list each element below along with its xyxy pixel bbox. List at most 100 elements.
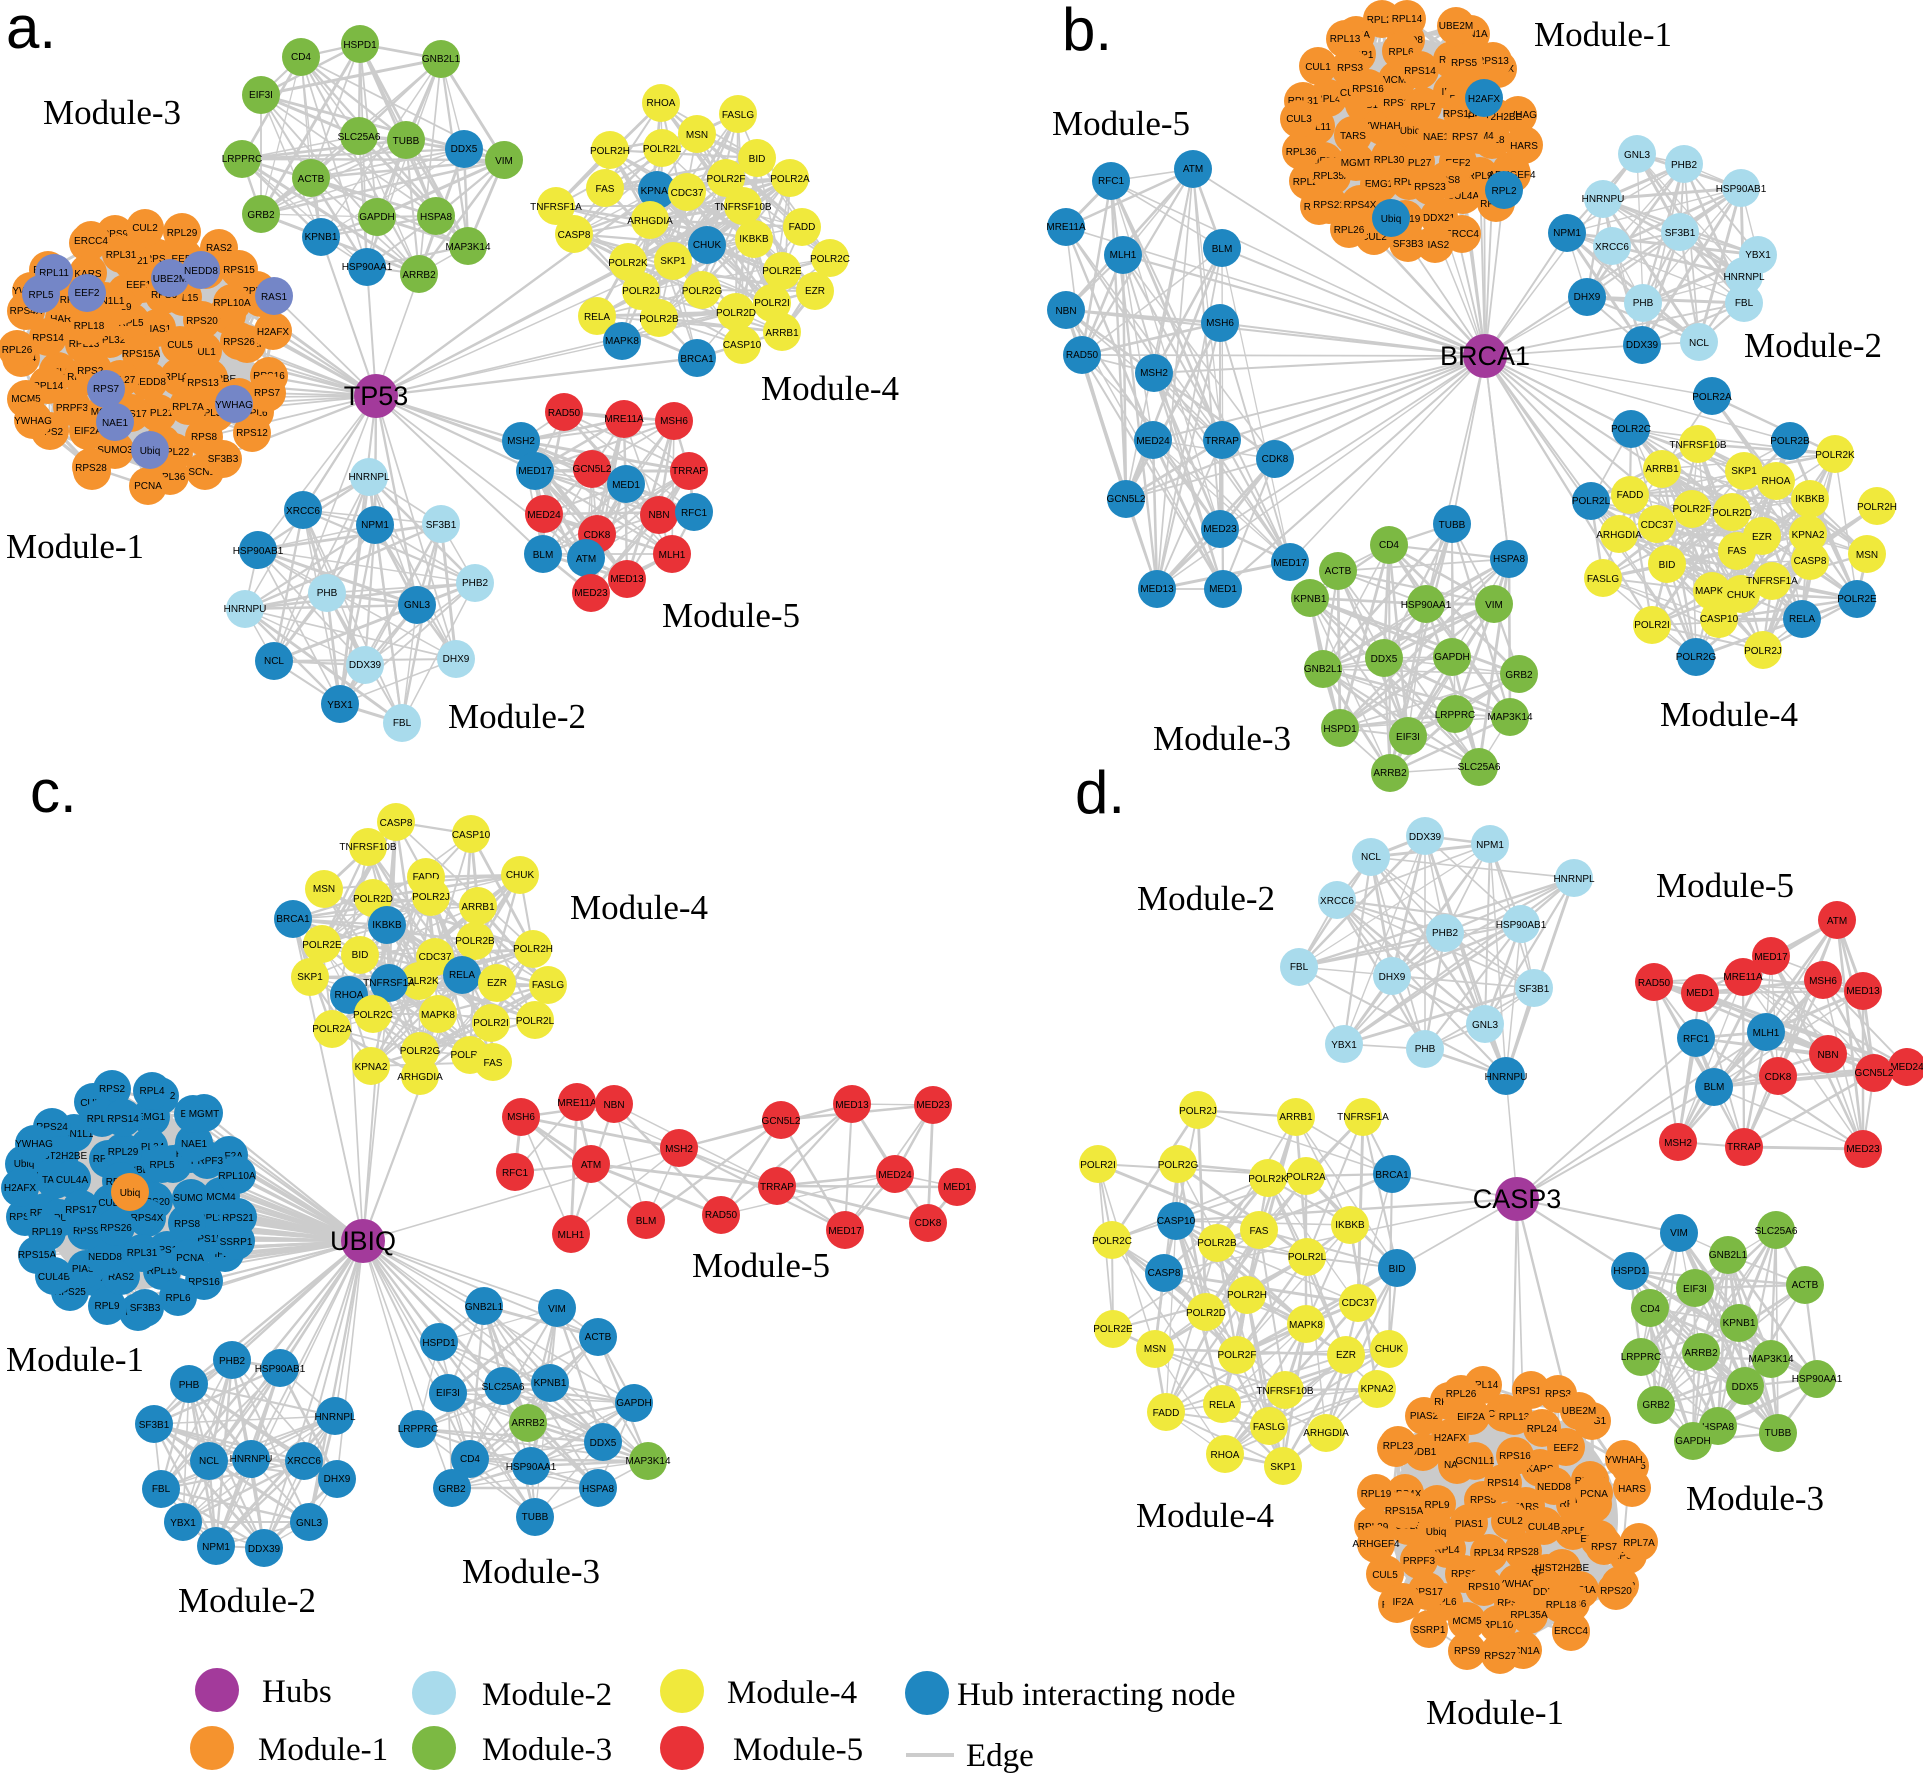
- svg-text:SKP1: SKP1: [1731, 466, 1757, 477]
- svg-text:UBIQ: UBIQ: [330, 1226, 396, 1256]
- svg-text:HARS: HARS: [1510, 141, 1538, 152]
- svg-text:d.: d.: [1075, 759, 1125, 826]
- svg-text:MED17: MED17: [518, 466, 552, 477]
- svg-text:RPL14: RPL14: [1392, 14, 1423, 25]
- svg-text:GNL3: GNL3: [1624, 150, 1651, 161]
- svg-text:RPL10A: RPL10A: [218, 1171, 256, 1182]
- svg-text:Module-3: Module-3: [482, 1732, 612, 1768]
- svg-text:NPM1: NPM1: [202, 1542, 230, 1553]
- svg-text:EIF3I: EIF3I: [436, 1388, 460, 1399]
- svg-text:BRCA1: BRCA1: [680, 354, 714, 365]
- svg-text:HNRNPU: HNRNPU: [230, 1454, 273, 1465]
- svg-text:ERCC4: ERCC4: [74, 236, 108, 247]
- svg-text:CUL5: CUL5: [1372, 1570, 1398, 1581]
- svg-text:ATM: ATM: [1827, 916, 1847, 927]
- svg-text:RAS1: RAS1: [261, 292, 288, 303]
- svg-text:Module-5: Module-5: [692, 1246, 830, 1285]
- svg-text:FASLG: FASLG: [1253, 1422, 1285, 1433]
- svg-text:POLR2B: POLR2B: [639, 314, 679, 325]
- svg-text:DDX39: DDX39: [1409, 832, 1442, 843]
- svg-text:ATM: ATM: [581, 1160, 601, 1171]
- svg-text:SLC25A6: SLC25A6: [338, 132, 381, 143]
- svg-text:Module-1: Module-1: [6, 1340, 144, 1379]
- svg-text:MRE11A: MRE11A: [1046, 222, 1086, 233]
- svg-text:ARRB2: ARRB2: [1684, 1348, 1718, 1359]
- svg-text:RPS23: RPS23: [1414, 182, 1446, 193]
- svg-text:Module-4: Module-4: [727, 1675, 857, 1711]
- svg-text:CDK8: CDK8: [915, 1218, 942, 1229]
- svg-text:POLR2A: POLR2A: [1692, 392, 1732, 403]
- svg-text:DDX5: DDX5: [451, 144, 478, 155]
- svg-text:HSPA8: HSPA8: [582, 1484, 614, 1495]
- svg-text:MED24: MED24: [1136, 436, 1170, 447]
- svg-text:Module-4: Module-4: [1136, 1496, 1274, 1535]
- svg-text:Module-5: Module-5: [733, 1732, 863, 1768]
- svg-text:ARRB2: ARRB2: [511, 1418, 545, 1429]
- svg-text:CUL2: CUL2: [132, 223, 158, 234]
- svg-text:CUL4B: CUL4B: [38, 1272, 71, 1283]
- svg-text:RPS4X: RPS4X: [1344, 200, 1377, 211]
- svg-text:FASLG: FASLG: [722, 110, 754, 121]
- svg-text:NCL: NCL: [264, 656, 284, 667]
- svg-text:LRPPRC: LRPPRC: [398, 1424, 439, 1435]
- svg-text:RAS2: RAS2: [206, 243, 233, 254]
- svg-text:NBN: NBN: [603, 1100, 624, 1111]
- svg-text:EZR: EZR: [487, 978, 507, 989]
- svg-text:RELA: RELA: [1209, 1400, 1235, 1411]
- svg-text:NAE1: NAE1: [102, 418, 129, 429]
- svg-text:BRCA1: BRCA1: [276, 914, 310, 925]
- svg-text:NPM1: NPM1: [1476, 840, 1504, 851]
- svg-text:RPS20: RPS20: [1600, 1586, 1632, 1597]
- svg-text:RPS16: RPS16: [1499, 1451, 1531, 1462]
- svg-text:BLM: BLM: [636, 1216, 657, 1227]
- svg-text:CASP10: CASP10: [723, 340, 762, 351]
- svg-text:RPS26: RPS26: [223, 337, 255, 348]
- svg-text:FADD: FADD: [789, 222, 816, 233]
- svg-text:HNRNPL: HNRNPL: [1723, 272, 1765, 283]
- svg-text:HNRNPU: HNRNPU: [1485, 1072, 1528, 1083]
- svg-text:RAD50: RAD50: [548, 408, 581, 419]
- svg-text:MED1: MED1: [1686, 988, 1714, 999]
- svg-text:RPL19: RPL19: [1361, 1489, 1392, 1500]
- svg-text:TUBB: TUBB: [1439, 520, 1466, 531]
- svg-text:Ubiq: Ubiq: [120, 1188, 141, 1199]
- svg-text:TRRAP: TRRAP: [1205, 436, 1239, 447]
- svg-text:HARS: HARS: [1618, 1484, 1646, 1495]
- svg-text:RELA: RELA: [1789, 614, 1815, 625]
- svg-text:ARHGDIA: ARHGDIA: [627, 216, 673, 227]
- svg-text:RPS28: RPS28: [1507, 1547, 1539, 1558]
- svg-text:FAS: FAS: [1728, 546, 1747, 557]
- svg-text:TARS: TARS: [1340, 131, 1366, 142]
- svg-text:Module-4: Module-4: [1660, 695, 1798, 734]
- svg-text:Module-3: Module-3: [462, 1552, 600, 1591]
- svg-text:GAPDH: GAPDH: [1434, 652, 1470, 663]
- svg-text:POLR2B: POLR2B: [1770, 436, 1810, 447]
- svg-text:MSH6: MSH6: [1809, 976, 1837, 987]
- svg-text:LRPPRC: LRPPRC: [222, 154, 263, 165]
- svg-text:RPL5: RPL5: [28, 290, 53, 301]
- svg-text:MED17: MED17: [1273, 558, 1307, 569]
- svg-text:CASP8: CASP8: [1148, 1268, 1181, 1279]
- svg-text:BRCA1: BRCA1: [1440, 341, 1530, 371]
- svg-text:MRE11A: MRE11A: [557, 1098, 597, 1109]
- svg-text:Module-2: Module-2: [1137, 879, 1275, 918]
- svg-text:SKP1: SKP1: [1270, 1462, 1296, 1473]
- svg-text:MSN: MSN: [313, 884, 335, 895]
- svg-text:Ubiq: Ubiq: [1381, 214, 1402, 225]
- svg-text:MGMT: MGMT: [189, 1109, 220, 1120]
- svg-text:RPS12: RPS12: [236, 428, 268, 439]
- svg-text:POLR2D: POLR2D: [716, 308, 756, 319]
- svg-text:ARRB1: ARRB1: [461, 902, 495, 913]
- svg-text:HSP90AA1: HSP90AA1: [1792, 1374, 1843, 1385]
- svg-text:Module-5: Module-5: [662, 596, 800, 635]
- svg-text:TRRAP: TRRAP: [760, 1182, 794, 1193]
- svg-text:RPL2: RPL2: [1491, 186, 1516, 197]
- svg-text:Module-4: Module-4: [761, 369, 899, 408]
- svg-text:RPL19: RPL19: [32, 1227, 63, 1238]
- svg-text:YWHAG: YWHAG: [14, 416, 52, 427]
- svg-text:KPNB1: KPNB1: [1723, 1318, 1756, 1329]
- svg-text:ATM: ATM: [576, 554, 596, 565]
- svg-text:MSH6: MSH6: [507, 1112, 535, 1123]
- svg-text:YBX1: YBX1: [1331, 1040, 1357, 1051]
- svg-text:MCM4: MCM4: [206, 1192, 236, 1203]
